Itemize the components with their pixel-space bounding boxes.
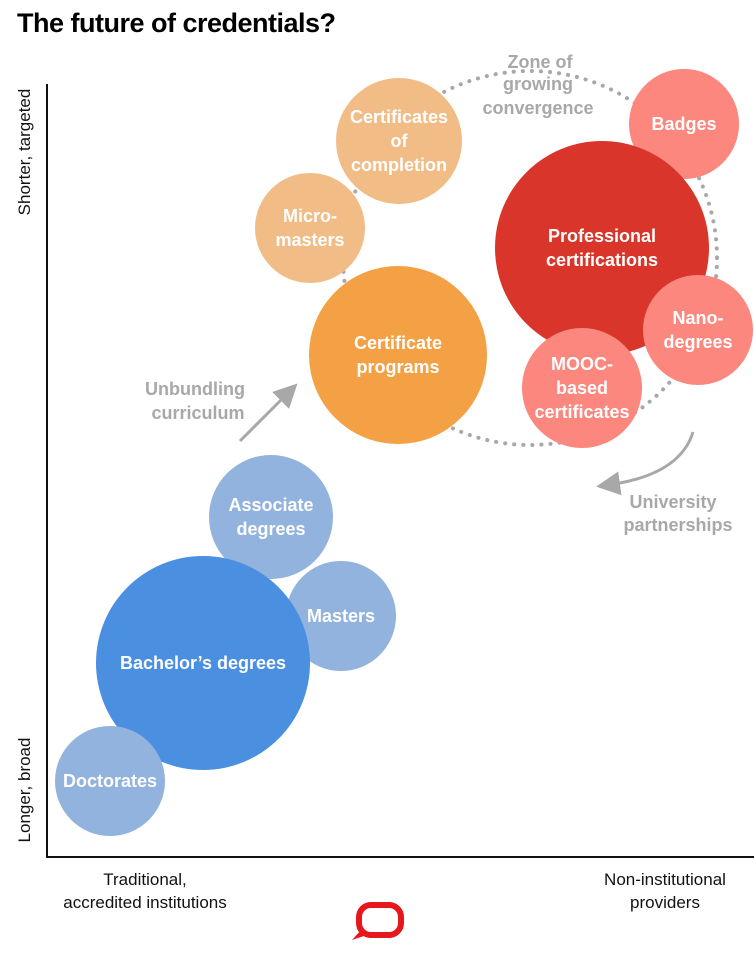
bubble-masters: Masters (286, 561, 396, 671)
bubble-circle (336, 78, 462, 204)
bubble-circle (55, 726, 165, 836)
bubble-micro-masters: Micro-masters (255, 173, 365, 283)
unbundling-label-line2: curriculum (151, 403, 244, 423)
bubble-certificates-of-completion: Certificates of completion (336, 78, 462, 204)
bubble-circle (255, 173, 365, 283)
partnerships-label-line1: University (629, 492, 716, 512)
bubble-label: Certificates (350, 107, 448, 127)
convergence-zone-outline (341, 69, 719, 447)
x-axis-right-label-line1: Non-institutional (604, 870, 726, 889)
bubble-circle (286, 561, 396, 671)
bubble-label: masters (275, 230, 344, 250)
partnerships-arrow-icon (596, 431, 695, 496)
bubble-circle (96, 556, 310, 770)
unbundling-label-line1: Unbundling (145, 379, 245, 399)
bubble-label: completion (351, 155, 447, 175)
bubble-mooc-based-certificates: MOOC-based certificates (522, 328, 642, 448)
zone-label-line3: convergence (482, 98, 593, 118)
bubble-label: Associate (228, 495, 313, 515)
bubble-label: Badges (651, 114, 716, 134)
bubble-label: Doctorates (63, 771, 157, 791)
x-axis-right-label-line2: providers (630, 893, 700, 912)
bubble-label: based (556, 378, 608, 398)
bubble-label: Professional (548, 226, 656, 246)
y-axis-bottom-label: Longer, broad (15, 738, 34, 843)
x-axis-left-label-line2: accredited institutions (63, 893, 226, 912)
chart-title: The future of credentials? (17, 8, 336, 38)
bubble-nano-degrees: Nano-degrees (643, 275, 753, 385)
logo-speech-bubble-icon (352, 902, 404, 940)
bubble-label: programs (356, 357, 439, 377)
bubble-label: degrees (236, 519, 305, 539)
bubble-badges: Badges (629, 69, 739, 179)
bubble-label: of (391, 131, 409, 151)
bubble-circle (309, 266, 487, 444)
bubble-circle (629, 69, 739, 179)
bubbles-group: CertificatesofcompletionMicro-mastersBad… (55, 69, 753, 836)
bubble-certificate-programs: Certificate programs (309, 266, 487, 444)
bubble-label: degrees (663, 332, 732, 352)
bubble-label: MOOC- (551, 354, 613, 374)
x-axis-left-label-line1: Traditional, (103, 870, 186, 889)
bubble-label: certificates (534, 402, 629, 422)
bubble-doctorates: Doctorates (55, 726, 165, 836)
bubble-label: Bachelor’s degrees (120, 653, 286, 673)
bubble-label: Masters (307, 606, 375, 626)
partnerships-label-line2: partnerships (623, 515, 732, 535)
y-axis-top-label: Shorter, targeted (15, 89, 34, 216)
bubble-circle (209, 455, 333, 579)
zone-label-line1: Zone of (508, 52, 574, 72)
bubble-circle (522, 328, 642, 448)
bubble-bachelors-degrees: Bachelor’s degrees (96, 556, 310, 770)
bubble-label: Certificate (354, 333, 442, 353)
zone-label-line2: growing (503, 74, 573, 94)
bubble-circle (643, 275, 753, 385)
bubble-label: Nano- (673, 308, 724, 328)
unbundling-arrow-icon (238, 383, 298, 443)
bubble-label: Micro- (283, 206, 337, 226)
bubble-associate-degrees: Associate degrees (209, 455, 333, 579)
bubble-label: certifications (546, 250, 658, 270)
